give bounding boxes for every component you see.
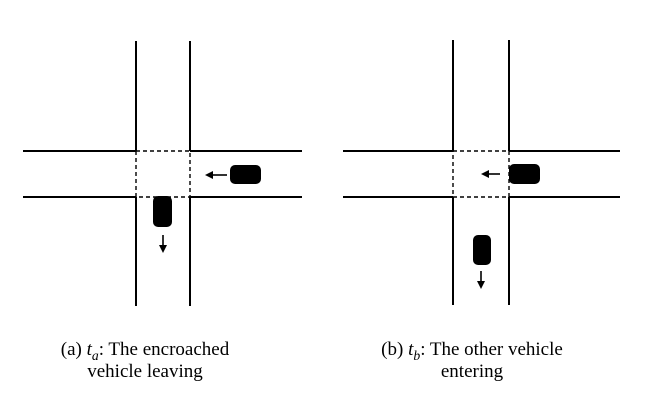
conflict-zone-box [135,150,191,198]
caption-b-text: : The other vehicle [420,339,563,360]
panel-a-diagram [23,41,302,306]
caption-a-time-var: t [86,339,92,360]
caption-a-line1: (a) ta: The encroached [30,339,260,363]
left-arrow-icon [205,171,227,179]
caption-a-time-sub: a [91,347,99,363]
caption-b-time-sub: b [413,347,421,363]
caption-b: (b) tb: The other vehicle entering [357,339,587,383]
down-arrow-icon [477,271,485,289]
caption-a-line2: vehicle leaving [87,361,203,382]
encroached-vehicle [473,235,491,265]
caption-a-index: (a) [60,339,87,360]
caption-a: (a) ta: The encroached vehicle leaving [30,339,260,383]
caption-b-line1: (b) tb: The other vehicle [357,339,587,363]
left-arrow-icon [481,170,500,178]
panel-b-diagram [343,40,620,305]
caption-b-time-var: t [408,339,414,360]
caption-a-text: : The encroached [98,339,230,360]
encroached-vehicle [153,196,172,227]
caption-b-line2: entering [440,361,504,382]
intersection-diagram [23,40,620,306]
caption-b-index: (b) [381,339,409,360]
other-vehicle [509,164,540,184]
other-vehicle [230,165,261,184]
down-arrow-icon [159,235,167,253]
